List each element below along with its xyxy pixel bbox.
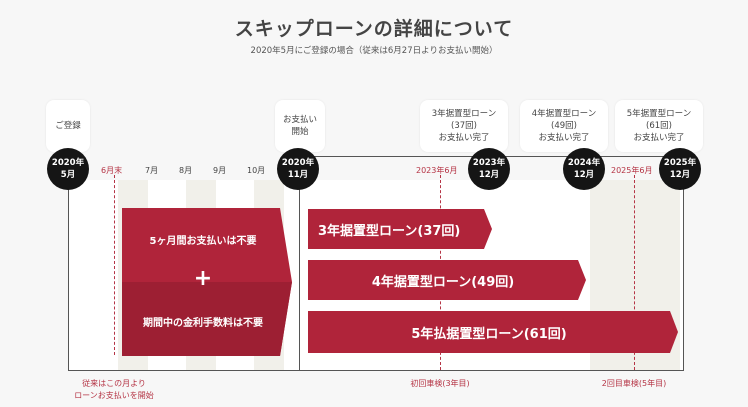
milestone-month: 11月: [287, 170, 309, 180]
second-inspection-dashed-line: [634, 175, 635, 370]
old-payment-note-line2: ローンお支払いを開始: [74, 391, 154, 400]
loan3-bubble-line3: お支払い完了: [438, 133, 490, 143]
loan4-bubble-line2: (49回): [551, 121, 577, 131]
loan4-bar-label: 4年据置型ローン(49回): [371, 274, 515, 290]
milestone-2024-12: 2024年 12月: [563, 148, 605, 190]
payment-start-line: [299, 180, 300, 370]
payment-start-bubble: お支払い 開始: [275, 100, 325, 152]
milestone-year: 2025年: [663, 158, 697, 168]
loan3-complete-bubble: 3年据置型ローン (37回) お支払い完了: [420, 100, 508, 152]
month-label-september: 9月: [213, 166, 227, 175]
loan5-complete-bubble: 5年据置型ローン (61回) お支払い完了: [615, 100, 703, 152]
milestone-year: 2023年: [472, 158, 506, 168]
month-label-june-end: 6月末: [101, 166, 123, 175]
old-payment-start-note: 従来はこの月より ローンお支払いを開始: [56, 378, 172, 402]
deferment-no-interest-text: 期間中の金利手数料は不要: [143, 318, 263, 329]
milestone-month: 12月: [669, 170, 691, 180]
register-label: ご登録: [55, 121, 81, 131]
month-label-august: 8月: [179, 166, 193, 175]
payment-start-label-1: お支払い: [282, 115, 317, 125]
milestone-2020-11: 2020年 11月: [277, 148, 319, 190]
register-bubble: ご登録: [46, 100, 90, 152]
milestone-month: 12月: [478, 170, 500, 180]
loan3-bar-label: 3年据置型ローン(37回): [318, 223, 461, 239]
loan5-bubble-line1: 5年据置型ローン: [626, 109, 692, 119]
loan4-bar-shape: [308, 260, 586, 300]
milestone-2023-12: 2023年 12月: [468, 148, 510, 190]
milestone-2020-05: 2020年 5月: [47, 148, 89, 190]
first-inspection-label: 初回車検(3年目): [410, 379, 470, 388]
loan3-bar-shape: [308, 209, 492, 249]
loan4-bubble-line1: 4年据置型ローン: [531, 109, 597, 119]
milestone-month: 5月: [60, 170, 76, 180]
loan4-complete-bubble: 4年据置型ローン (49回) お支払い完了: [520, 100, 608, 152]
plus-sign: +: [193, 266, 213, 291]
milestone-2025-12: 2025年 12月: [659, 148, 701, 190]
milestone-month: 12月: [573, 170, 595, 180]
payment-start-label-2: 開始: [291, 127, 309, 137]
loan4-bubble-line3: お支払い完了: [538, 133, 590, 143]
loan5-bar-shape: [308, 311, 678, 353]
loan5-bubble-line3: お支払い完了: [633, 133, 685, 143]
second-inspection-label: 2回目車検(5年目): [601, 379, 667, 388]
june-end-dashed-line: [114, 175, 115, 355]
loan3-bubble-line2: (37回): [451, 121, 477, 131]
page-title: スキップローンの詳細について: [234, 18, 514, 40]
deferment-box: [122, 208, 292, 356]
loan5-bubble-line2: (61回): [646, 121, 672, 131]
loan3-bubble-line1: 3年据置型ローン: [431, 109, 497, 119]
deferment-no-payment-text: 5ヶ月間お支払いは不要: [149, 236, 257, 247]
month-label-june-2025: 2025年6月: [611, 166, 653, 175]
page-subtitle: 2020年5月にご登録の場合（従来は6月27日よりお支払い開始）: [250, 46, 498, 56]
month-label-july: 7月: [145, 166, 159, 175]
milestone-year: 2020年: [51, 158, 85, 168]
loan5-bar-label: 5年払据置型ローン(61回): [411, 326, 567, 342]
month-label-june-2023: 2023年6月: [416, 166, 458, 175]
milestone-year: 2020年: [281, 158, 315, 168]
old-payment-note-line1: 従来はこの月より: [82, 379, 146, 388]
month-label-october: 10月: [247, 166, 266, 175]
milestone-year: 2024年: [567, 158, 601, 168]
